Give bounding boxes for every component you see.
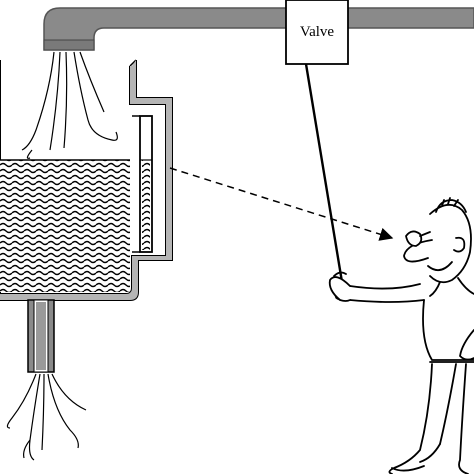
- valve-rod: [304, 63, 344, 283]
- valve-label: Valve: [300, 24, 334, 40]
- sight-glass: [132, 115, 153, 253]
- valve: Valve: [285, 0, 349, 65]
- outlet-pipe: [27, 299, 55, 373]
- valve-box: [285, 0, 349, 65]
- tank: [0, 59, 173, 301]
- liquid: [0, 160, 130, 292]
- observation-arrow: [169, 167, 394, 241]
- observer-figure: [328, 197, 474, 474]
- supply-pipe: [43, 7, 474, 51]
- outflow-stream: [6, 373, 87, 461]
- inflow-stream: [21, 51, 118, 159]
